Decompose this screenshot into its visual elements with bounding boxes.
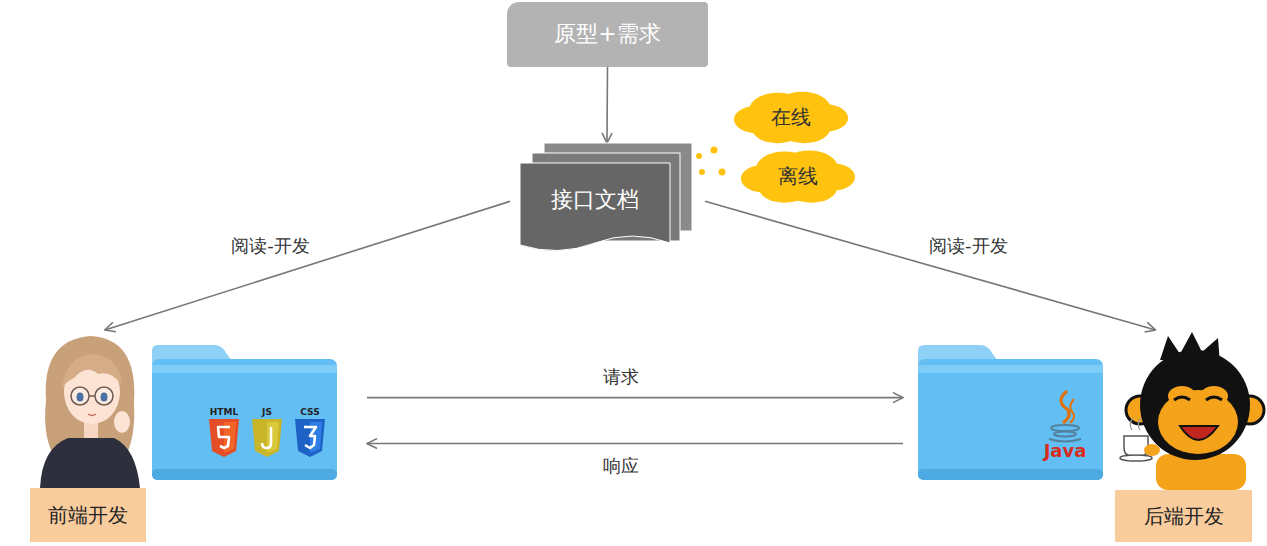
brow	[1168, 386, 1196, 406]
edge-label: 阅读-开发	[925, 234, 1012, 258]
bubble-dot	[699, 169, 705, 175]
java-steam	[1070, 399, 1074, 423]
status-cloud: 离线	[742, 150, 854, 202]
logo-glyph	[304, 427, 316, 448]
box-label: 原型+需求	[554, 21, 660, 47]
glasses	[89, 395, 95, 397]
bubble-dot	[711, 147, 718, 154]
steam	[1130, 418, 1141, 430]
arrow-connector	[367, 397, 903, 399]
glasses	[71, 387, 89, 405]
edge-label: 请求	[599, 365, 643, 389]
frontend-role: 前端开发	[28, 330, 150, 542]
folder-body	[918, 359, 1103, 480]
cloud-core	[751, 156, 845, 196]
bubble-dots	[696, 147, 726, 176]
arrow-connector	[606, 67, 608, 143]
arrow-connector	[367, 443, 903, 445]
document-title: 接口文档	[551, 187, 639, 213]
dress	[40, 438, 140, 488]
requirement-box: 原型+需求	[507, 2, 708, 67]
mouth	[1180, 426, 1218, 440]
folder-body	[152, 359, 337, 480]
cloud-label: 离线	[778, 164, 818, 188]
cup	[1124, 436, 1148, 456]
cloud-outline	[741, 150, 855, 202]
frontend-folder: HTML JS CSS	[152, 345, 337, 480]
arrow-connector	[105, 201, 510, 330]
eye	[101, 393, 108, 402]
role-label-box: 前端开发	[30, 488, 146, 542]
bangs	[62, 354, 122, 388]
logo-shield	[295, 419, 325, 457]
folder-base	[918, 469, 1103, 480]
java-cup	[1054, 432, 1076, 437]
bubble-dot	[696, 153, 702, 159]
hand	[114, 411, 130, 433]
logo-shield	[209, 419, 239, 457]
document-stack: 接口文档	[520, 143, 695, 253]
cloud-core	[744, 98, 838, 136]
folder-highlight	[918, 365, 1103, 373]
role-label-box: 后端开发	[1115, 490, 1252, 542]
front-page	[520, 163, 670, 251]
role-label: 后端开发	[1144, 504, 1224, 528]
logo-glyph	[262, 427, 271, 448]
bubble-dot	[719, 169, 726, 176]
role-label: 前端开发	[48, 503, 128, 527]
arrow-connector	[705, 201, 1156, 330]
java-cup	[1051, 425, 1079, 431]
saucer	[1120, 455, 1152, 461]
backend-folder: Java	[918, 345, 1103, 480]
eye	[1174, 397, 1190, 400]
backend-role: 后端开发	[1110, 330, 1257, 542]
folder-highlight	[152, 365, 337, 373]
mouth	[88, 414, 96, 416]
head	[1140, 350, 1250, 460]
cloud-outline	[734, 92, 848, 143]
logo-glyph	[218, 427, 230, 448]
logo-caption: HTML	[210, 407, 238, 418]
java-steam	[1061, 391, 1069, 423]
logo-wordmark: Java	[1044, 440, 1087, 462]
cloud-label: 在线	[771, 105, 811, 129]
glasses	[95, 387, 113, 405]
eye	[77, 393, 84, 402]
logo-shield	[252, 419, 282, 457]
edge-label: 响应	[599, 454, 643, 478]
brow	[1200, 386, 1228, 406]
folder-base	[152, 469, 337, 480]
logo-caption: CSS	[300, 407, 319, 418]
hand	[1144, 444, 1160, 456]
status-cloud: 在线	[735, 92, 847, 142]
edge-label: 阅读-开发	[227, 234, 314, 258]
eye	[1206, 397, 1222, 400]
logo-caption: JS	[262, 407, 272, 418]
